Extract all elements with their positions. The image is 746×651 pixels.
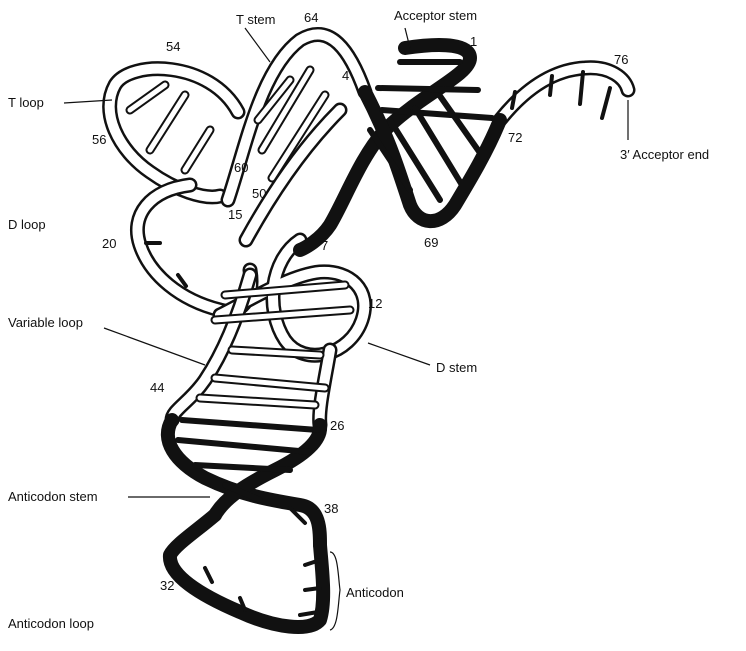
pos-56: 56 xyxy=(92,132,106,147)
pos-20: 20 xyxy=(102,236,116,251)
white-base-pairs xyxy=(130,70,610,405)
label-d-stem: D stem xyxy=(436,360,477,375)
pos-72: 72 xyxy=(508,130,522,145)
pos-32: 32 xyxy=(160,578,174,593)
leader-lines xyxy=(64,28,628,630)
pos-50: 50 xyxy=(252,186,266,201)
pos-26: 26 xyxy=(330,418,344,433)
pos-4: 4 xyxy=(342,68,349,83)
label-anticodon-loop: Anticodon loop xyxy=(8,616,94,631)
pos-12: 12 xyxy=(368,296,382,311)
pos-69: 69 xyxy=(424,235,438,250)
anticodon-helix xyxy=(168,420,323,627)
pos-76: 76 xyxy=(614,52,628,67)
label-t-stem: T stem xyxy=(236,12,276,27)
label-variable-loop: Variable loop xyxy=(8,315,83,330)
label-anticodon-stem: Anticodon stem xyxy=(8,489,98,504)
pos-64: 64 xyxy=(304,10,318,25)
label-acceptor-end: 3′ Acceptor end xyxy=(620,147,709,162)
pos-60: 60 xyxy=(234,160,248,175)
label-acceptor-stem: Acceptor stem xyxy=(394,8,477,23)
pos-38: 38 xyxy=(324,501,338,516)
pos-54: 54 xyxy=(166,39,180,54)
label-anticodon: Anticodon xyxy=(346,585,404,600)
pos-7: 7 xyxy=(321,238,328,253)
pos-15: 15 xyxy=(228,207,242,222)
acceptor-stem-helix xyxy=(300,45,500,250)
pos-44: 44 xyxy=(150,380,164,395)
pos-1: 1 xyxy=(470,34,477,49)
label-t-loop: T loop xyxy=(8,95,44,110)
label-d-loop: D loop xyxy=(8,217,46,232)
